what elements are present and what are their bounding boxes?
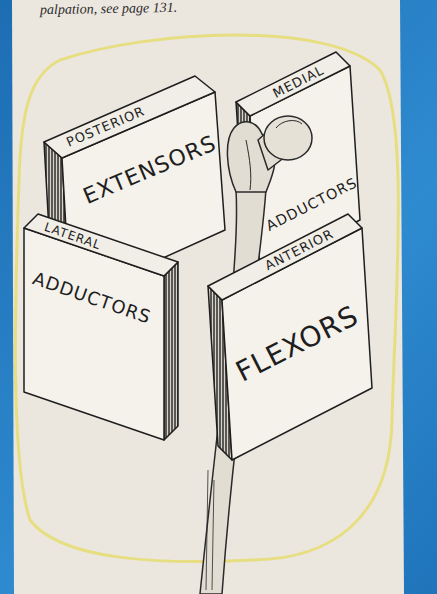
muscle-slab: POSTERIOREXTENSORS	[40, 70, 230, 310]
slab-heading: ANTERIOR	[262, 227, 335, 274]
anterior-slab	[208, 214, 372, 460]
muscle-slab: ANTERIOR FLEXORS	[205, 212, 375, 464]
lateral-slab	[24, 214, 178, 440]
slab-heading: POSTERIOR	[65, 104, 148, 150]
muscle-group-label: ADDUCTORS	[264, 175, 360, 234]
muscle-slab: MEDIAL ADDUCTORS	[230, 44, 365, 274]
paper-page	[12, 0, 404, 594]
muscle-slab: LATERAL ADDUCTORS	[20, 208, 182, 444]
muscle-group-label: EXTENSORS	[80, 131, 220, 209]
slab-heading: MEDIAL	[270, 63, 326, 101]
slab-heading: LATERAL	[42, 220, 102, 252]
muscle-group-label: ADDUCTORS	[30, 268, 154, 327]
highlighter-loop	[15, 35, 398, 562]
page-text: palpation, see page 131.	[40, 0, 178, 18]
muscle-group-label: FLEXORS	[231, 300, 364, 388]
